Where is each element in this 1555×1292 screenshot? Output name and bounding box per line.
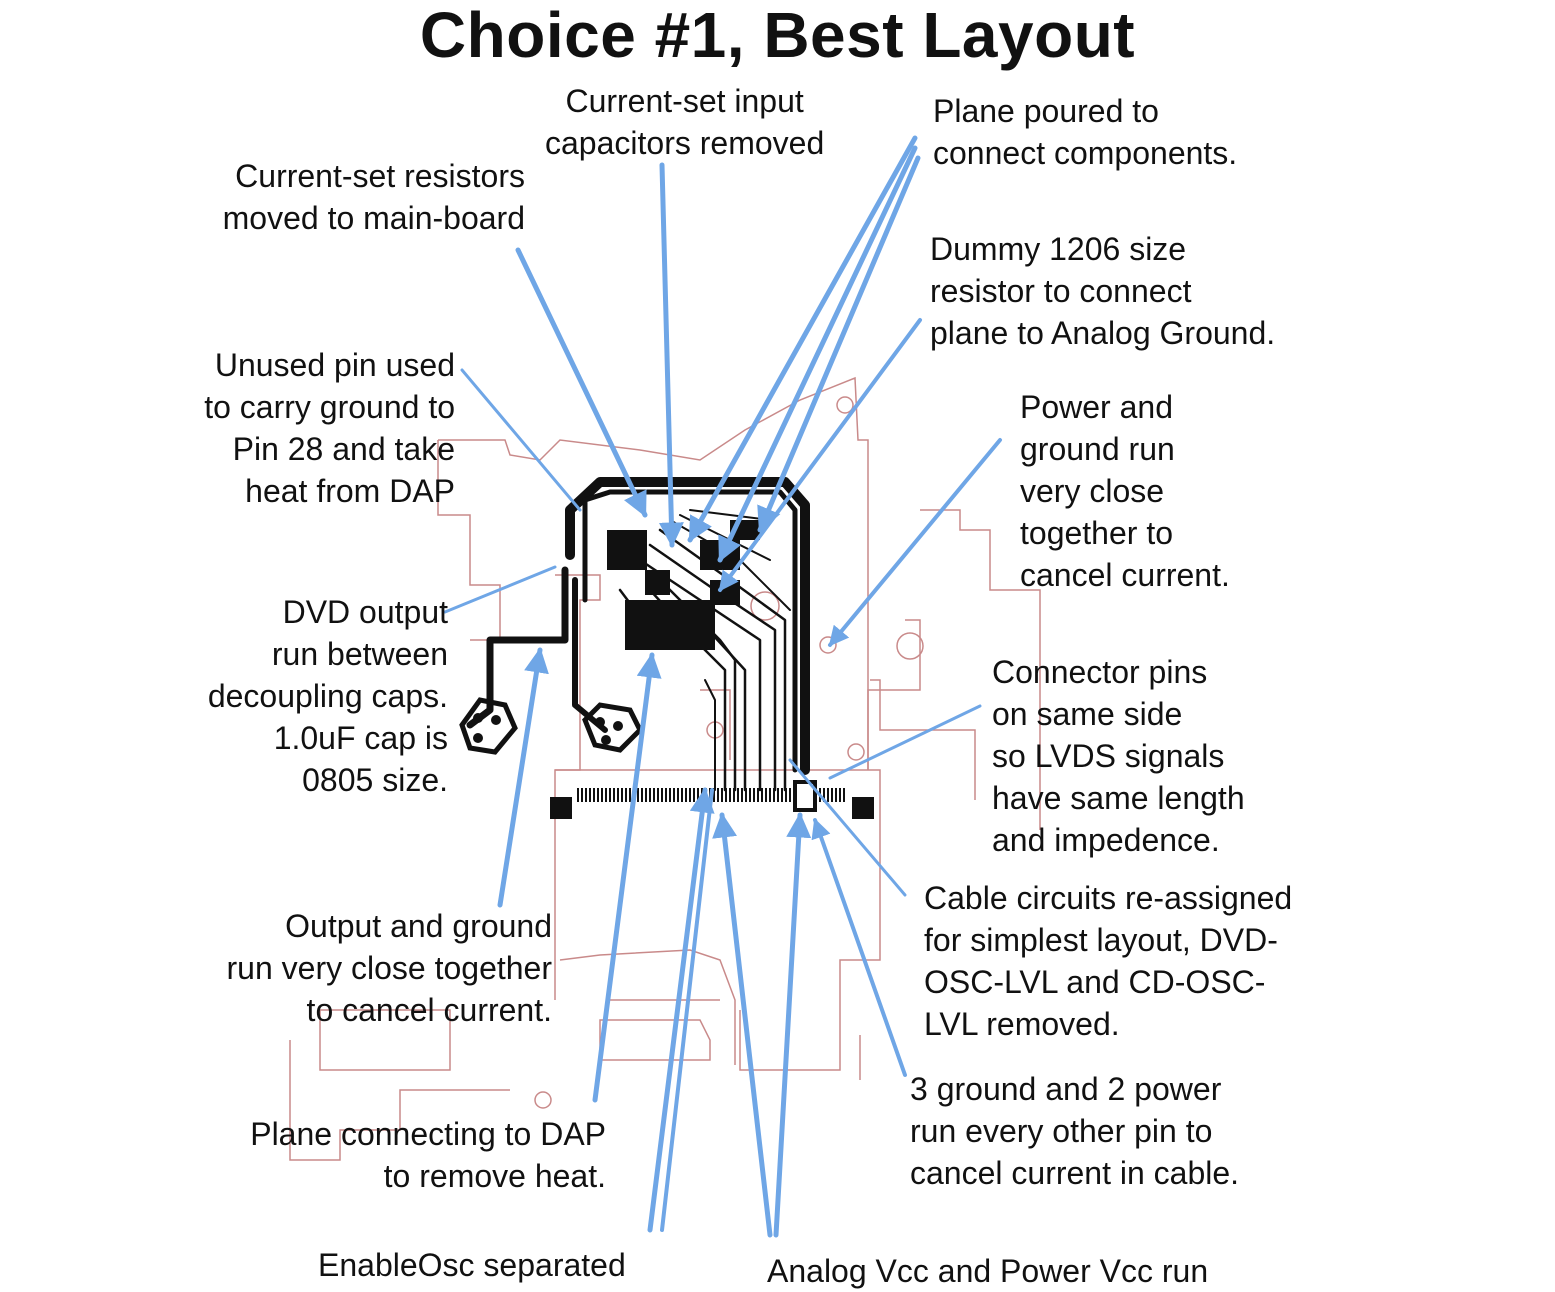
arrow-plane-dap (592, 652, 662, 1103)
arrow-analog-vcc-1 (712, 812, 773, 1238)
arrow-enable-osc-2 (660, 788, 714, 1232)
pcb-traces (466, 477, 810, 792)
arrow-plane-poured-2 (717, 145, 918, 563)
label-current-set-resistors: Current-set resistors moved to main-boar… (222, 158, 525, 236)
arrow-enable-osc-1 (647, 787, 715, 1233)
arrow-ground-power (811, 818, 907, 1077)
arrow-output-ground (497, 647, 549, 908)
label-current-set-input: Current-set input capacitors removed (545, 83, 825, 161)
arrow-plane-poured-3 (757, 155, 921, 533)
label-power-ground-close: Power and ground run very close together… (1020, 389, 1230, 593)
arrow-analog-vcc-2 (773, 812, 812, 1238)
label-dvd-output: DVD output run between decoupling caps. … (207, 594, 448, 798)
board-outline (289, 376, 1041, 1161)
arrow-cable-circuits (788, 758, 907, 897)
pcb-pads (459, 520, 874, 819)
arrow-dummy-resistor (718, 318, 922, 592)
label-ground-power-pins: 3 ground and 2 power run every other pin… (910, 1071, 1240, 1191)
diagram-title: Choice #1, Best Layout (419, 0, 1136, 71)
arrow-connector-pins (828, 704, 982, 780)
label-output-ground-close: Output and ground run very close togethe… (226, 908, 553, 1028)
label-plane-poured: Plane poured to connect components. (933, 93, 1238, 171)
label-connector-pins: Connector pins on same side so LVDS sign… (992, 654, 1245, 858)
arrow-current-set-input (658, 162, 684, 548)
label-cable-circuits: Cable circuits re-assigned for simplest … (924, 880, 1293, 1042)
label-plane-dap: Plane connecting to DAP to remove heat. (250, 1116, 606, 1194)
callout-arrows (443, 135, 1002, 1238)
label-unused-pin: Unused pin used to carry ground to Pin 2… (204, 347, 455, 509)
arrow-plane-poured-1 (687, 135, 918, 543)
arrow-power-ground (828, 438, 1002, 647)
label-enable-osc: EnableOsc separated (318, 1247, 626, 1283)
arrow-current-set-resistors (515, 247, 648, 518)
arrow-unused-pin (460, 368, 582, 512)
label-dummy-resistor: Dummy 1206 size resistor to connect plan… (930, 231, 1276, 351)
label-analog-vcc: Analog Vcc and Power Vcc run (767, 1253, 1209, 1289)
arrow-dvd-output (443, 565, 557, 614)
